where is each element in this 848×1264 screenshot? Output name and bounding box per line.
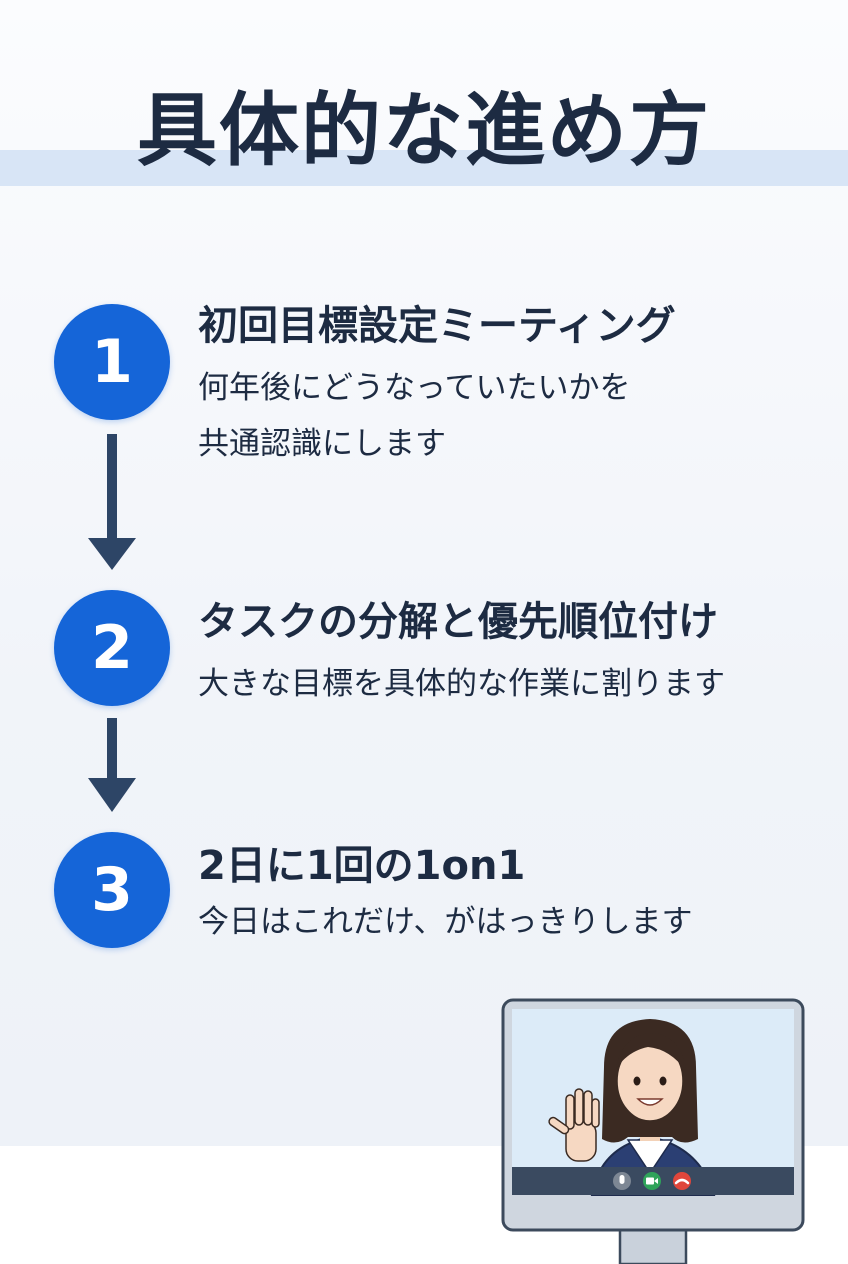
down-arrow-icon: [88, 718, 136, 812]
step-number-1: 1: [54, 304, 170, 420]
step-1-description: 何年後にどうなっていたいかを 共通認識にします: [198, 370, 631, 462]
mic-icon: [613, 1172, 631, 1190]
step-3-description: 今日はこれだけ、がはっきりします: [198, 904, 693, 940]
page-title: 具体的な進め方: [137, 84, 711, 177]
camera-icon: [643, 1172, 661, 1190]
down-arrow-icon: [88, 434, 136, 570]
step-2-heading: タスクの分解と優先順位付け: [198, 599, 718, 645]
waving-hand-icon: [548, 1088, 600, 1162]
title-highlight-band: [0, 150, 848, 186]
step-2-description: 大きな目標を具体的な作業に割ります: [198, 666, 725, 702]
step-number-2: 2: [54, 590, 170, 706]
video-call-monitor-illustration: [501, 998, 805, 1264]
step-1-heading: 初回目標設定ミーティング: [198, 303, 676, 349]
step-3-heading: 2日に1回の1on1: [198, 843, 526, 889]
step-number-3: 3: [54, 832, 170, 948]
hang-up-icon: [673, 1172, 691, 1190]
